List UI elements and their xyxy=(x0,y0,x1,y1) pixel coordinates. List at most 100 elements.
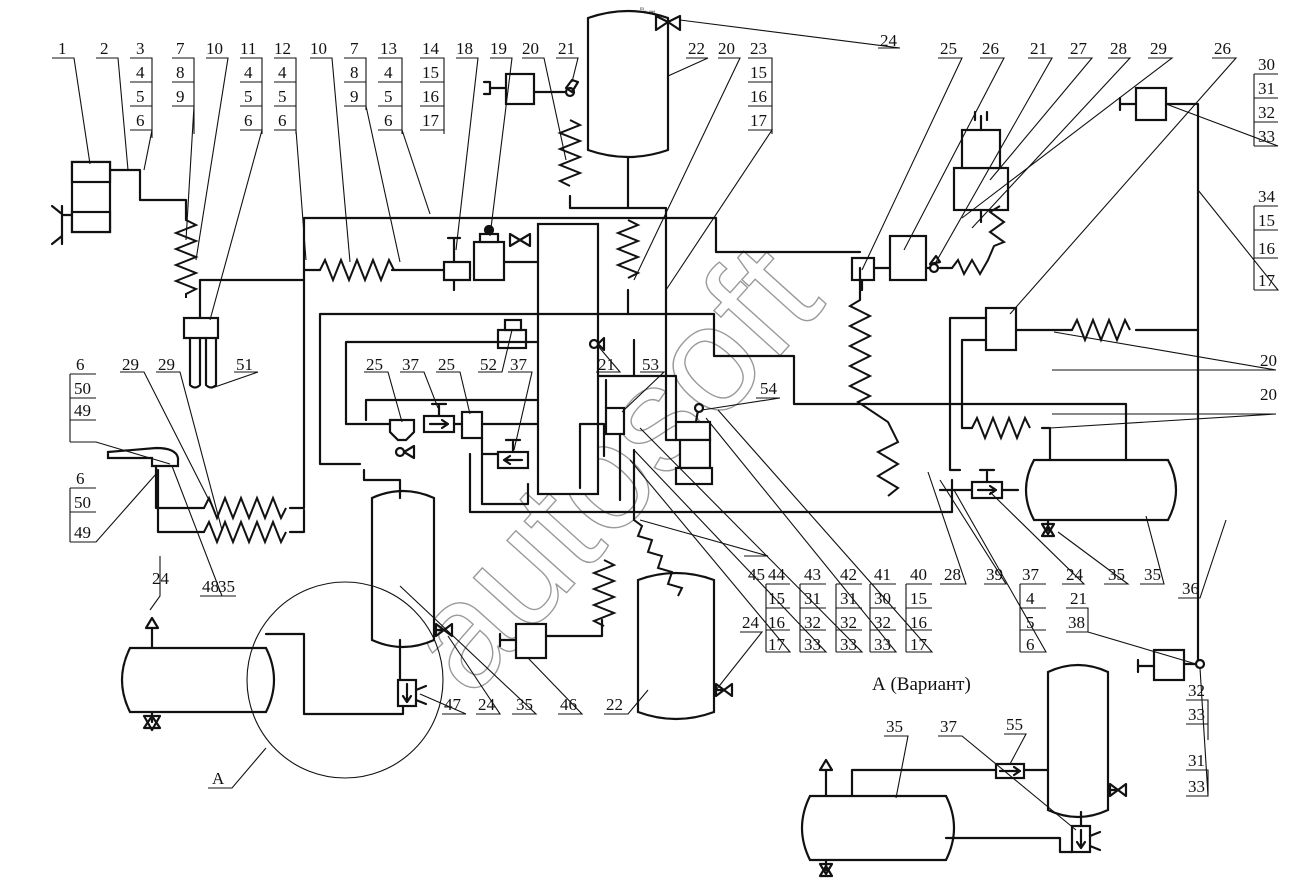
label-52: 52 xyxy=(480,355,497,374)
label-37b: 37 xyxy=(510,355,528,374)
label-6b-49: 49 xyxy=(74,523,91,542)
label-53: 53 xyxy=(642,355,659,374)
leader-lines xyxy=(52,19,1280,831)
label-24c: 24 xyxy=(1066,565,1084,584)
label-30-32: 32 xyxy=(1258,103,1275,122)
label-41-33: 33 xyxy=(874,635,891,654)
label-43-33: 33 xyxy=(804,635,821,654)
label-5: 5 xyxy=(136,87,145,106)
label-6a-49: 49 xyxy=(74,401,91,420)
label-44: 44 xyxy=(768,565,786,584)
receiver-22-top xyxy=(586,9,670,159)
label-44-16: 16 xyxy=(768,613,785,632)
label-24b: 24 xyxy=(152,569,170,588)
label-20a: 20 xyxy=(522,39,539,58)
label-13: 13 xyxy=(380,39,397,58)
valve-47 xyxy=(396,678,428,708)
label-30-33: 33 xyxy=(1258,127,1275,146)
compressor-1 xyxy=(50,160,112,246)
label-20b: 20 xyxy=(718,39,735,58)
label-22b: 22 xyxy=(606,695,623,714)
unit-29-right xyxy=(984,306,1018,352)
label-11-6: 6 xyxy=(244,111,253,130)
label-20c: 20 xyxy=(1260,351,1277,370)
label-20d: 20 xyxy=(1260,385,1277,404)
unit-30 xyxy=(1118,86,1168,122)
label-29a: 29 xyxy=(1150,39,1167,58)
valve-19 xyxy=(472,224,506,282)
label-28b: 28 xyxy=(944,565,961,584)
label-37d: 37 xyxy=(940,717,958,736)
label-29b: 29 xyxy=(122,355,139,374)
label-19: 19 xyxy=(490,39,507,58)
label-13-4: 4 xyxy=(384,63,393,82)
valve-37-variant xyxy=(1070,824,1102,854)
label-3: 3 xyxy=(136,39,145,58)
label-42-31: 31 xyxy=(840,589,857,608)
label-41-32: 32 xyxy=(874,613,891,632)
label-55: 55 xyxy=(1006,715,1023,734)
label-42-33: 33 xyxy=(840,635,857,654)
label-28a: 28 xyxy=(1110,39,1127,58)
label-26a: 26 xyxy=(982,39,999,58)
label-23: 23 xyxy=(750,39,767,58)
valve-25-left xyxy=(388,418,416,442)
label-35b: 35 xyxy=(1108,565,1125,584)
label-25a: 25 xyxy=(940,39,957,58)
label-14-17: 17 xyxy=(422,111,440,130)
label-32: 32 xyxy=(1188,681,1205,700)
label-40: 40 xyxy=(910,565,927,584)
label-25c: 25 xyxy=(438,355,455,374)
label-45: 45 xyxy=(748,565,765,584)
label-9b: 9 xyxy=(350,87,359,106)
callout-labels: 1 2 3 4 5 6 7 8 9 10 11 4 5 6 12 4 5 6 1… xyxy=(58,5,1277,796)
label-11: 11 xyxy=(240,39,256,58)
label-21a: 21 xyxy=(558,39,575,58)
label-40-15: 15 xyxy=(910,589,927,608)
label-31-33: 33 xyxy=(1188,777,1205,796)
label-51: 51 xyxy=(236,355,253,374)
label-8: 8 xyxy=(176,63,185,82)
valve-37-right xyxy=(970,468,1004,500)
label-44-17: 17 xyxy=(768,635,786,654)
receiver-22-bottom xyxy=(636,571,716,721)
label-35a: 35 xyxy=(218,577,235,596)
label-12: 12 xyxy=(274,39,291,58)
unit-46 xyxy=(498,622,548,660)
label-35d: 35 xyxy=(516,695,533,714)
label-34-16: 16 xyxy=(1258,239,1275,258)
label-27: 27 xyxy=(1070,39,1088,58)
label-21b: 21 xyxy=(1030,39,1047,58)
valve-37-left xyxy=(422,402,456,434)
label-43-31: 31 xyxy=(804,589,821,608)
label-12-4: 4 xyxy=(278,63,287,82)
label-34: 34 xyxy=(1258,187,1276,206)
label-12-5: 5 xyxy=(278,87,287,106)
label-10: 10 xyxy=(206,39,223,58)
label-top-small: ᵐ₀ ₐₐₐ xyxy=(640,5,656,14)
label-42: 42 xyxy=(840,565,857,584)
label-39: 39 xyxy=(986,565,1003,584)
label-18: 18 xyxy=(456,39,473,58)
label-23-15: 15 xyxy=(750,63,767,82)
label-37a: 37 xyxy=(402,355,420,374)
valve-53 xyxy=(604,406,626,436)
label-48: 48 xyxy=(202,577,219,596)
label-54: 54 xyxy=(760,379,778,398)
label-39-4: 4 xyxy=(1026,589,1035,608)
label-21c: 21 xyxy=(598,355,615,374)
receiver-35-left xyxy=(120,646,276,714)
label-40-16: 16 xyxy=(910,613,927,632)
unit-19-top xyxy=(482,72,536,106)
valve-block-center xyxy=(536,222,600,496)
label-14-16: 16 xyxy=(422,87,439,106)
label-40-17: 17 xyxy=(910,635,928,654)
label-21d: 21 xyxy=(1070,589,1087,608)
label-39-5: 5 xyxy=(1026,613,1035,632)
label-7: 7 xyxy=(176,39,185,58)
label-6a-50: 50 xyxy=(74,379,91,398)
label-6b-50: 50 xyxy=(74,493,91,512)
detail-circle-a xyxy=(246,581,444,779)
label-41: 41 xyxy=(874,565,891,584)
label-14-15: 15 xyxy=(422,63,439,82)
